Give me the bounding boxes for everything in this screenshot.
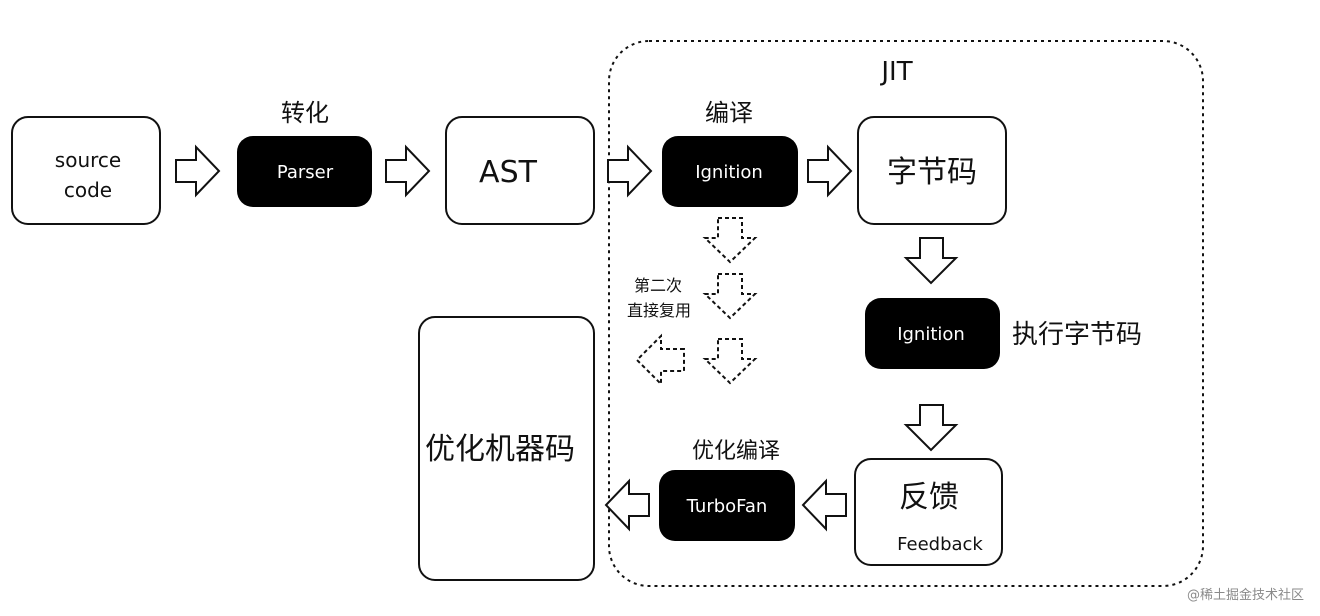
dashed-arrow-down-1 xyxy=(702,217,758,264)
arrow-ignition-to-bytecode xyxy=(807,144,853,198)
source-code-node: source code xyxy=(11,116,161,225)
arrow-source-to-parser xyxy=(175,144,221,198)
optimized-code-node: 优化机器码 xyxy=(418,316,595,581)
bytecode-node: 字节码 xyxy=(857,116,1007,225)
parser-node: Parser xyxy=(237,136,372,207)
ignition-exec-caption: 执行字节码 xyxy=(1012,320,1142,350)
source-code-label-line2: code xyxy=(64,178,112,202)
watermark: @稀土掘金技术社区 xyxy=(1187,587,1304,603)
ignition-compile-node: Ignition xyxy=(662,136,798,207)
turbofan-caption: 优化编译 xyxy=(692,439,780,464)
bytecode-label: 字节码 xyxy=(887,155,977,190)
arrow-turbofan-to-optimized xyxy=(604,478,650,532)
feedback-node: 反馈 Feedback xyxy=(854,458,1003,566)
ignition-exec-node: Ignition xyxy=(865,298,1000,369)
arrow-bytecode-to-ignition-exec xyxy=(903,237,959,285)
dashed-arrow-left xyxy=(635,333,685,387)
jit-label: JIT xyxy=(879,57,912,87)
ast-label: AST xyxy=(479,155,538,190)
feedback-sublabel: Feedback xyxy=(897,534,983,555)
reuse-note-line1: 第二次 xyxy=(634,276,682,295)
source-code-label-line1: source xyxy=(55,148,121,172)
ignition-compile-caption: 编译 xyxy=(705,99,753,127)
arrow-ignition-exec-to-feedback xyxy=(903,404,959,452)
arrow-ast-to-ignition xyxy=(607,144,653,198)
reuse-note-line2: 直接复用 xyxy=(627,301,691,320)
ignition-exec-label: Ignition xyxy=(897,324,965,345)
optimized-code-label: 优化机器码 xyxy=(425,432,575,467)
dashed-arrow-down-2 xyxy=(702,273,758,320)
dashed-arrow-down-3 xyxy=(702,338,758,385)
arrow-feedback-to-turbofan xyxy=(801,478,847,532)
parser-caption: 转化 xyxy=(281,99,329,127)
jit-region xyxy=(608,40,1204,587)
ignition-compile-label: Ignition xyxy=(695,162,763,183)
turbofan-label: TurboFan xyxy=(686,496,768,517)
parser-label: Parser xyxy=(277,162,334,183)
feedback-label: 反馈 xyxy=(899,480,959,515)
turbofan-node: TurboFan xyxy=(659,470,795,541)
arrow-parser-to-ast xyxy=(385,144,431,198)
ast-node: AST xyxy=(445,116,595,225)
